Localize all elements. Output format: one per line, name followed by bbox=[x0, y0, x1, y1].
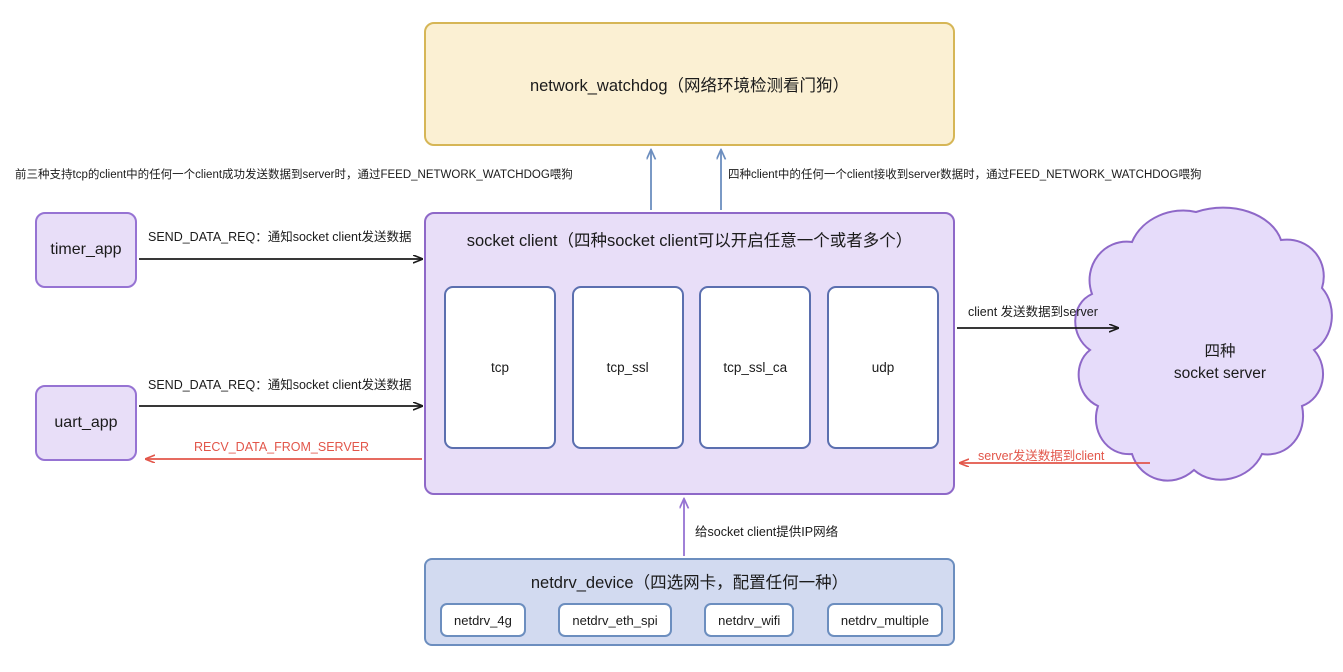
protocol-row: tcp tcp_ssl tcp_ssl_ca udp bbox=[444, 286, 939, 449]
driver-label: netdrv_wifi bbox=[718, 612, 781, 628]
edge-label-feed-watchdog-right: 四种client中的任何一个client接收到server数据时，通过FEED_… bbox=[728, 169, 1202, 181]
driver-label: netdrv_multiple bbox=[840, 612, 929, 628]
edge-label-feed-watchdog-left: 前三种支持tcp的client中的任何一个client成功发送数据到server… bbox=[15, 169, 573, 181]
edge-label-recv-from-server: RECV_DATA_FROM_SERVER bbox=[194, 440, 370, 454]
edge-label-uart-send: SEND_DATA_REQ：通知socket client发送数据 bbox=[148, 378, 412, 392]
protocol-label: udp bbox=[871, 360, 895, 375]
uart-app-box[interactable]: uart_app bbox=[35, 385, 137, 461]
socket-server-line1: 四种 bbox=[1204, 342, 1236, 360]
edge-label-timer-send: SEND_DATA_REQ：通知socket client发送数据 bbox=[148, 230, 412, 244]
edge-label-client-to-server: client 发送数据到server bbox=[968, 305, 1098, 319]
netdrv-device-title: netdrv_device（四选网卡，配置任何一种） bbox=[530, 574, 849, 592]
socket-server-cloud bbox=[1074, 206, 1333, 482]
protocol-box-tcp-ssl-ca[interactable]: tcp_ssl_ca bbox=[699, 286, 812, 449]
socket-client-title: socket client（四种socket client可以开启任意一个或者多… bbox=[466, 232, 913, 250]
protocol-box-tcp-ssl[interactable]: tcp_ssl bbox=[571, 286, 684, 449]
protocol-label: tcp_ssl_ca bbox=[723, 360, 788, 375]
driver-label: netdrv_eth_spi bbox=[572, 612, 658, 628]
socket-server-line2: socket server bbox=[1173, 365, 1267, 382]
netdrv-device-box[interactable]: netdrv_device（四选网卡，配置任何一种） netdrv_4g net… bbox=[424, 558, 955, 646]
timer-app-label: timer_app bbox=[50, 241, 122, 258]
edge-label-netdrv-to-client: 给socket client提供IP网络 bbox=[695, 525, 839, 539]
protocol-label: tcp_ssl bbox=[606, 360, 649, 375]
driver-box-netdrv-4g[interactable]: netdrv_4g bbox=[440, 603, 526, 637]
driver-row: netdrv_4g netdrv_eth_spi netdrv_wifi net… bbox=[440, 603, 943, 637]
driver-box-netdrv-wifi[interactable]: netdrv_wifi bbox=[704, 603, 795, 637]
protocol-box-tcp[interactable]: tcp bbox=[444, 286, 556, 449]
edge-label-server-to-client: server发送数据到client bbox=[978, 449, 1105, 463]
network-watchdog-box[interactable]: network_watchdog（网络环境检测看门狗） bbox=[424, 22, 955, 146]
uart-app-label: uart_app bbox=[54, 414, 118, 431]
driver-box-netdrv-multiple[interactable]: netdrv_multiple bbox=[826, 603, 943, 637]
socket-server-label: 四种 socket server bbox=[1150, 338, 1290, 388]
protocol-label: tcp bbox=[490, 360, 509, 375]
timer-app-box[interactable]: timer_app bbox=[35, 212, 137, 288]
protocol-box-udp[interactable]: udp bbox=[826, 286, 939, 449]
driver-label: netdrv_4g bbox=[454, 612, 512, 628]
network-watchdog-label: network_watchdog（网络环境检测看门狗） bbox=[529, 77, 850, 95]
driver-box-netdrv-eth-spi[interactable]: netdrv_eth_spi bbox=[558, 603, 672, 637]
socket-client-box[interactable]: socket client（四种socket client可以开启任意一个或者多… bbox=[424, 212, 955, 495]
